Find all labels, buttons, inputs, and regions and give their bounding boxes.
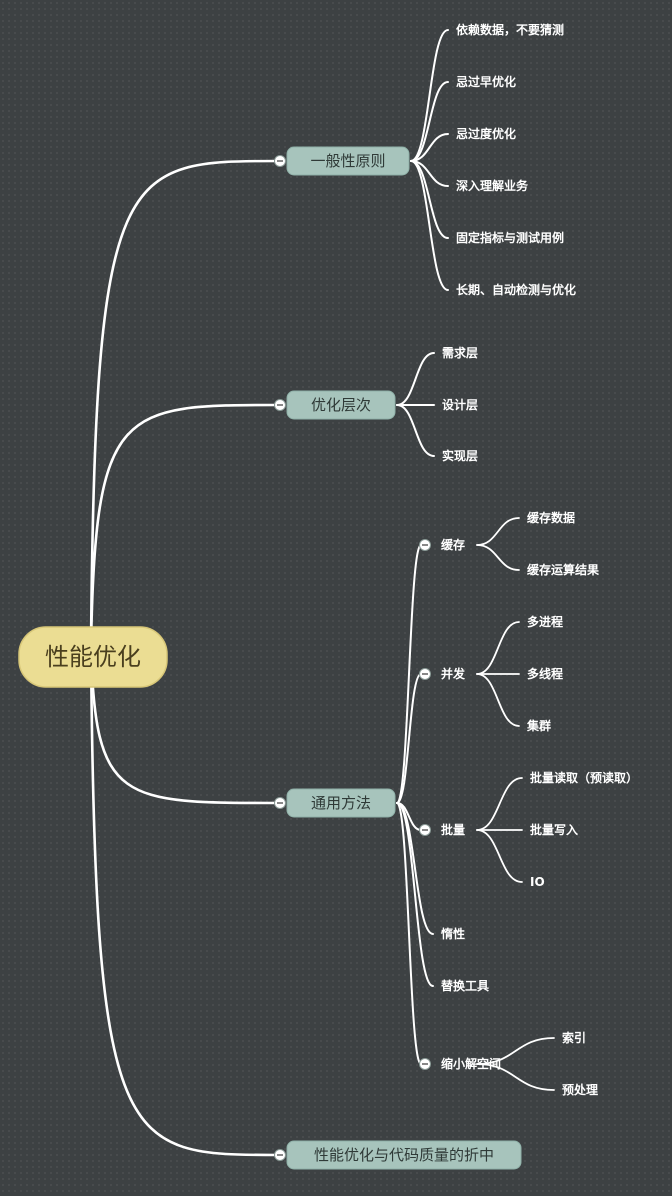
branch-3-child-3-sub-2-label[interactable]: 批量写入 [530, 822, 578, 837]
branch-2-child-3-label[interactable]: 实现层 [442, 448, 478, 463]
root-link-2 [89, 403, 281, 649]
branch-3-child-1-sub-1-label[interactable]: 缓存数据 [527, 510, 575, 525]
branch-1-child-5-label[interactable]: 固定指标与测试用例 [456, 230, 564, 245]
branch-3-child-1-sub-2-label[interactable]: 缓存运算结果 [527, 562, 599, 577]
branch-3-child-6-label[interactable]: 缩小解空间 [441, 1056, 501, 1071]
connector-lines [89, 29, 555, 1157]
branch-3-child-3-toggle-icon[interactable] [419, 824, 431, 836]
branch-3-child-2-label[interactable]: 并发 [441, 666, 466, 681]
branch-2-child-1-label[interactable]: 需求层 [442, 345, 478, 360]
branch-node-3[interactable]: 通用方法 [286, 788, 396, 818]
branch-node-3-toggle-icon[interactable] [274, 797, 286, 809]
branch-3-child-6-sub-2-label[interactable]: 预处理 [562, 1082, 598, 1097]
branch-3-child-6-toggle-icon[interactable] [419, 1058, 431, 1070]
branch-node-1-label: 一般性原则 [310, 152, 385, 170]
branch-node-4-toggle-icon[interactable] [274, 1149, 286, 1161]
branch-1-child-1-label[interactable]: 依赖数据，不要猜测 [456, 22, 564, 37]
branch-1-child-3-link [410, 133, 449, 162]
branch-3-child-3-sub-1-label[interactable]: 批量读取（预读取） [530, 770, 638, 785]
branch-3-child-3-sub-3-link [476, 829, 523, 883]
root-label: 性能优化 [45, 643, 141, 671]
branch-3-child-6-sub-1-link [476, 1037, 555, 1065]
mindmap-nodes: 性能优化 一般性原则 依赖数据，不要猜测忌过早优化忌过度优化深入理解业务固定指标与测… [18, 22, 638, 1170]
branch-node-2-label: 优化层次 [311, 396, 371, 414]
branch-node-1-toggle-icon[interactable] [274, 155, 286, 167]
branch-3-child-1-sub-1-link [476, 517, 520, 546]
branch-1-child-6-link [410, 160, 449, 291]
branch-3-child-3-sub-1-link [476, 777, 523, 831]
root-link-1 [89, 159, 281, 649]
root-link-4 [89, 645, 281, 1157]
branch-node-4-label: 性能优化与代码质量的折中 [314, 1146, 494, 1164]
branch-1-child-2-link [410, 81, 449, 162]
branch-3-child-2-sub-3-label[interactable]: 集群 [526, 718, 551, 733]
branch-node-2-toggle-icon[interactable] [274, 399, 286, 411]
branch-1-child-4-label[interactable]: 深入理解业务 [456, 178, 529, 193]
branch-3-child-6-sub-1-label[interactable]: 索引 [562, 1030, 586, 1045]
branch-3-child-3-sub-3-label[interactable]: IO [530, 875, 545, 889]
branch-node-4[interactable]: 性能优化与代码质量的折中 [286, 1140, 522, 1170]
branch-3-child-5-link [396, 802, 434, 987]
branch-3-child-6-link [396, 802, 422, 1065]
branch-3-child-1-toggle-icon[interactable] [419, 539, 431, 551]
branch-3-child-5-label[interactable]: 替换工具 [441, 978, 489, 993]
branch-1-child-3-label[interactable]: 忌过度优化 [456, 126, 516, 141]
branch-1-child-1-link [410, 29, 449, 162]
branch-3-child-2-sub-1-label[interactable]: 多进程 [527, 614, 563, 629]
branch-3-child-2-sub-2-label[interactable]: 多线程 [527, 666, 563, 681]
root-link-3 [89, 645, 281, 805]
branch-3-child-1-label[interactable]: 缓存 [441, 537, 465, 552]
branch-3-child-2-toggle-icon[interactable] [419, 668, 431, 680]
branch-1-child-2-label[interactable]: 忌过早优化 [456, 74, 516, 89]
branch-node-1[interactable]: 一般性原则 [286, 146, 410, 176]
branch-node-3-label: 通用方法 [311, 794, 371, 812]
branch-2-child-1-link [396, 352, 435, 406]
branch-1-child-6-label[interactable]: 长期、自动检测与优化 [456, 282, 576, 297]
branch-3-child-4-label[interactable]: 惰性 [441, 926, 465, 941]
branch-3-child-1-sub-2-link [476, 544, 520, 571]
branch-3-child-2-sub-1-link [476, 621, 520, 675]
branch-3-child-1-link [396, 544, 422, 804]
branch-2-child-3-link [396, 404, 435, 457]
branch-2-child-2-label[interactable]: 设计层 [442, 397, 478, 412]
branch-3-child-2-link [396, 673, 422, 804]
branch-node-2[interactable]: 优化层次 [286, 390, 396, 420]
branch-3-child-6-sub-2-link [476, 1063, 555, 1091]
branch-3-child-2-sub-3-link [476, 673, 520, 727]
branch-3-child-3-label[interactable]: 批量 [441, 822, 465, 837]
root-node[interactable]: 性能优化 [18, 626, 168, 688]
